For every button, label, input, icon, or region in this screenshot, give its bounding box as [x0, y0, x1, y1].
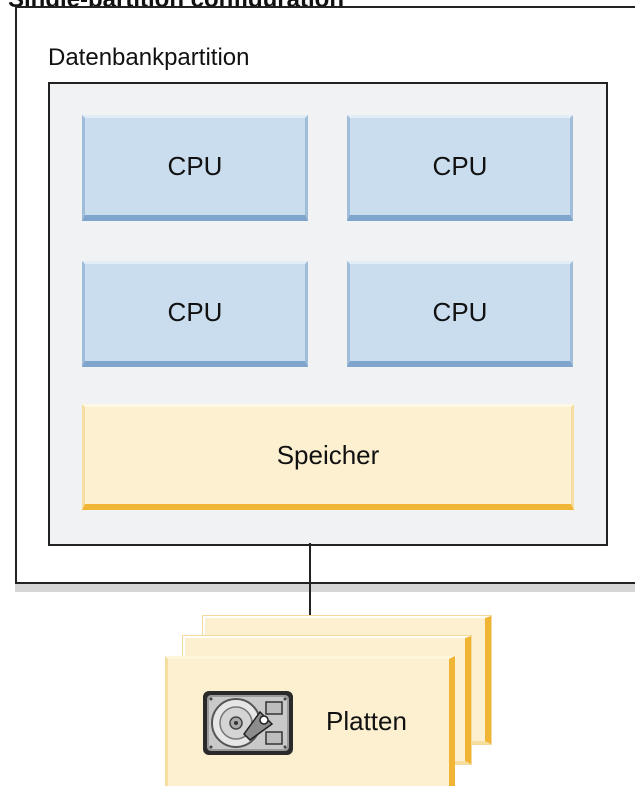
- partition-label: Datenbankpartition: [48, 44, 250, 71]
- storage-connector-line: [309, 543, 311, 659]
- cpu-box-4: CPU: [347, 261, 573, 367]
- storage-label: Platten: [326, 706, 407, 736]
- memory-box: Speicher: [82, 404, 574, 510]
- hard-disk-icon: [203, 691, 293, 755]
- cpu-box-3: CPU: [82, 261, 308, 367]
- cpu-box-1: CPU: [82, 115, 308, 221]
- cpu-box-2: CPU: [347, 115, 573, 221]
